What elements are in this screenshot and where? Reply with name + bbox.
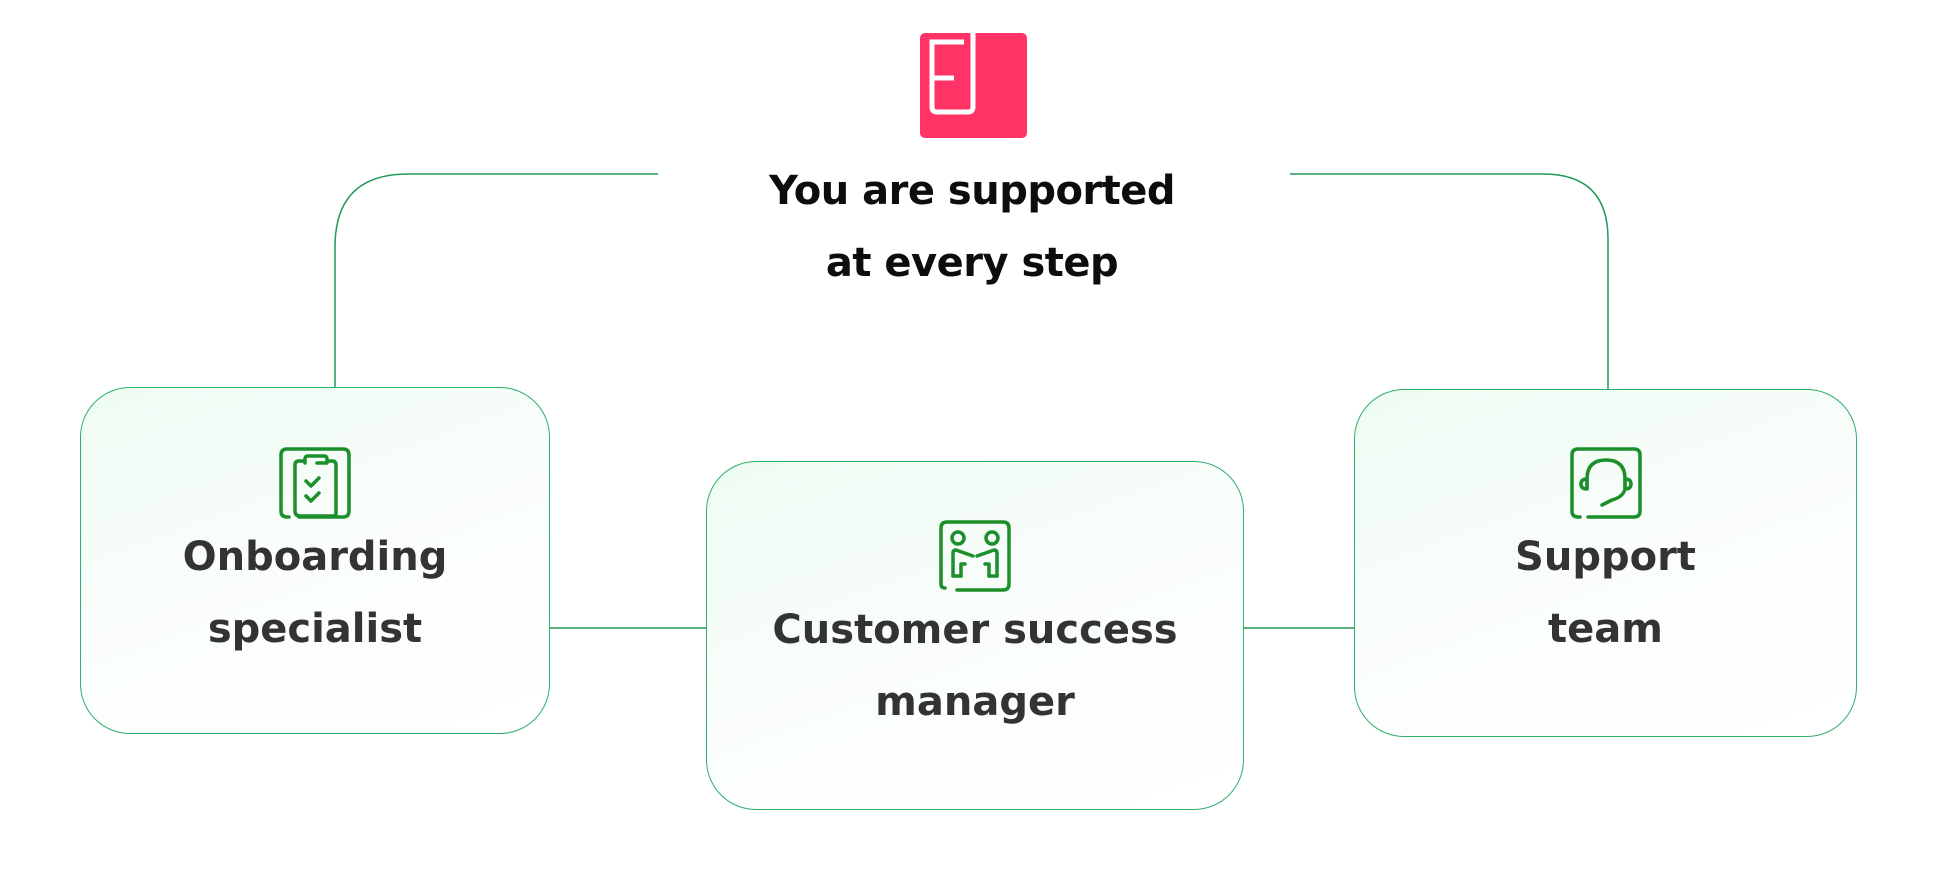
connector-top-left (334, 173, 658, 387)
label-line-1: Support (1515, 534, 1696, 580)
headset-icon (1569, 447, 1642, 519)
brand-logo (920, 33, 1027, 138)
card-customer-success-manager: Customer success manager (706, 461, 1244, 810)
connector-top-right (1290, 173, 1609, 389)
card-label: Onboarding specialist (183, 521, 448, 665)
label-line-2: team (1548, 606, 1663, 652)
card-onboarding-specialist: Onboarding specialist (80, 387, 550, 734)
page-title: You are supported at every step (672, 155, 1272, 299)
card-label: Customer success manager (772, 594, 1177, 738)
title-line-2: at every step (825, 240, 1119, 286)
label-line-1: Onboarding (182, 534, 448, 580)
title-line-1: You are supported (768, 168, 1176, 214)
card-label: Support team (1515, 521, 1696, 665)
handshake-people-icon (939, 520, 1011, 592)
card-support-team: Support team (1354, 389, 1857, 737)
label-line-1: Customer success (772, 607, 1178, 653)
clipboard-check-icon (279, 447, 351, 519)
label-line-2: specialist (207, 606, 423, 652)
label-line-2: manager (875, 679, 1075, 725)
